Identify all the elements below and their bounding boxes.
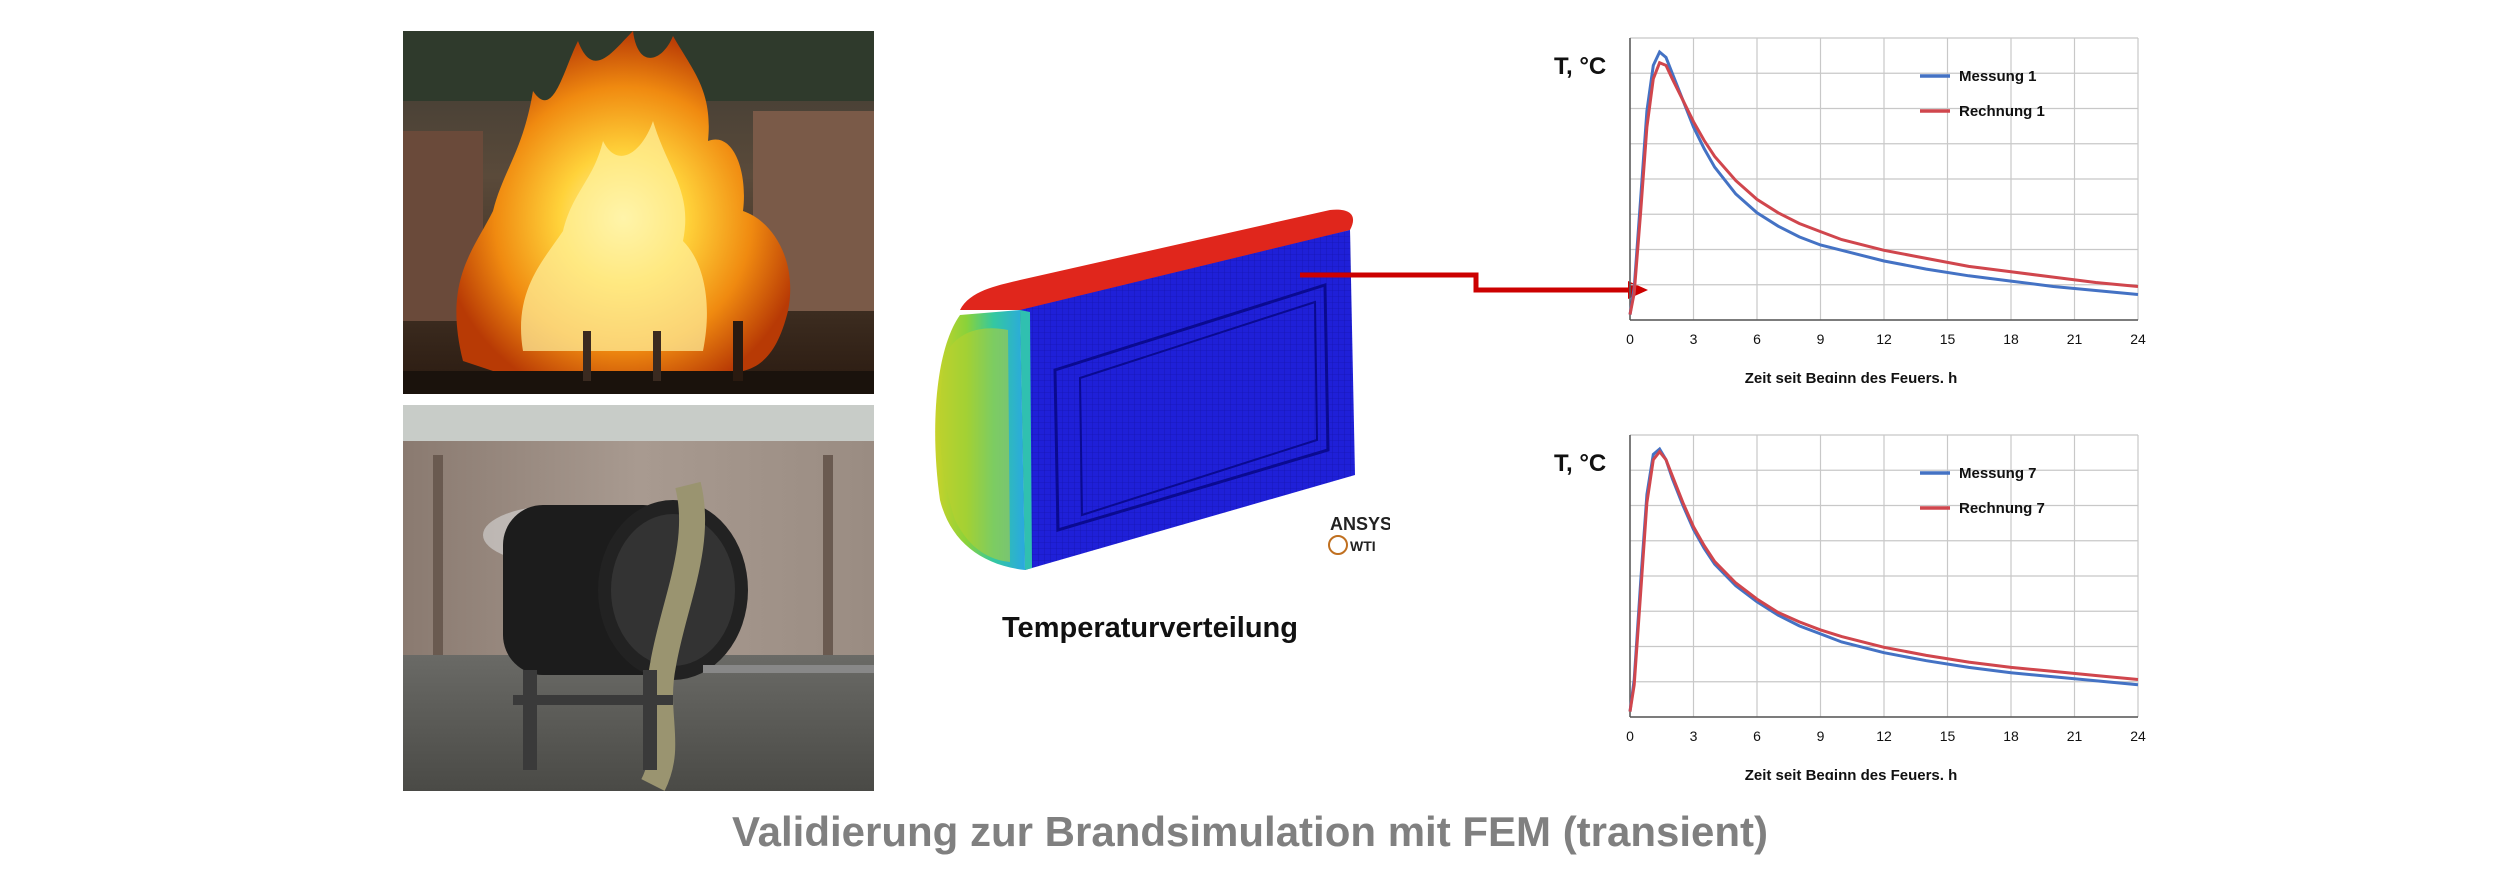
- x-tick-label: 18: [2003, 728, 2019, 744]
- temperature-chart-1: 0 3 6 9 12 15 18 21 24 Messung 1 Rechnung 1 T, °C…: [1540, 28, 2180, 387]
- chart-2-legend: Messung 7 Rechnung 7: [1920, 465, 2045, 517]
- page-title: Validierung zur Brandsimulation mit FEM …: [731, 808, 1769, 855]
- series-line-measurement: [1628, 446, 2139, 712]
- chart-1-x-ticks: 0 3 6 9 12 15 18 21 24: [1626, 331, 2146, 347]
- temperature-chart-2: 0 3 6 9 12 15 18 21 24 Messung 7 Rechnung 7 T, °C…: [1540, 425, 2180, 784]
- chart-2-x-ticks: 0 3 6 9 12 15 18 21 24: [1626, 728, 2146, 744]
- ansys-logo-text: ANSYS: [1330, 514, 1390, 534]
- chart-1-y-label: T, °C: [1554, 53, 1606, 80]
- x-tick-label: 3: [1690, 331, 1698, 347]
- x-tick-label: 0: [1626, 331, 1634, 347]
- chart-2-grid: [1629, 434, 2139, 718]
- tank-test-photo: [403, 405, 874, 791]
- wti-logo-text: WTI: [1350, 538, 1376, 554]
- x-tick-label: 15: [1940, 728, 1956, 744]
- x-tick-label: 3: [1690, 728, 1698, 744]
- legend-label: Rechnung 1: [1959, 103, 2045, 120]
- x-tick-label: 24: [2130, 331, 2146, 347]
- x-tick-label: 24: [2130, 728, 2146, 744]
- fem-caption: Temperaturverteilung: [1002, 612, 1298, 644]
- x-tick-label: 9: [1817, 728, 1825, 744]
- x-tick-label: 21: [2067, 728, 2083, 744]
- x-tick-label: 12: [1876, 728, 1892, 744]
- chart-1-x-label: Zeit seit Beginn des Feuers, h: [1745, 370, 1958, 383]
- x-tick-label: 9: [1817, 331, 1825, 347]
- chart-2-y-label: T, °C: [1554, 450, 1606, 477]
- legend-label: Messung 7: [1959, 465, 2037, 482]
- x-tick-label: 0: [1626, 728, 1634, 744]
- x-tick-label: 6: [1753, 728, 1761, 744]
- chart-2-x-label: Zeit seit Beginn des Feuers, h: [1745, 767, 1958, 780]
- series-line-calculation: [1628, 60, 2139, 315]
- x-tick-label: 18: [2003, 331, 2019, 347]
- x-tick-label: 21: [2067, 331, 2083, 347]
- x-tick-label: 15: [1940, 331, 1956, 347]
- fire-test-photo: [403, 31, 874, 394]
- ansys-logo: ANSYS WTI: [1328, 514, 1392, 555]
- x-tick-label: 12: [1876, 331, 1892, 347]
- fem-temperature-model: ANSYS WTI: [930, 200, 1392, 580]
- chart-2-series: [1628, 446, 2139, 712]
- legend-label: Rechnung 7: [1959, 500, 2045, 517]
- chart-1-legend: Messung 1 Rechnung 1: [1920, 68, 2045, 120]
- x-tick-label: 6: [1753, 331, 1761, 347]
- legend-label: Messung 1: [1959, 68, 2037, 85]
- chart-1-series: [1628, 49, 2139, 315]
- series-line-measurement: [1628, 49, 2139, 315]
- series-line-calculation: [1628, 449, 2139, 712]
